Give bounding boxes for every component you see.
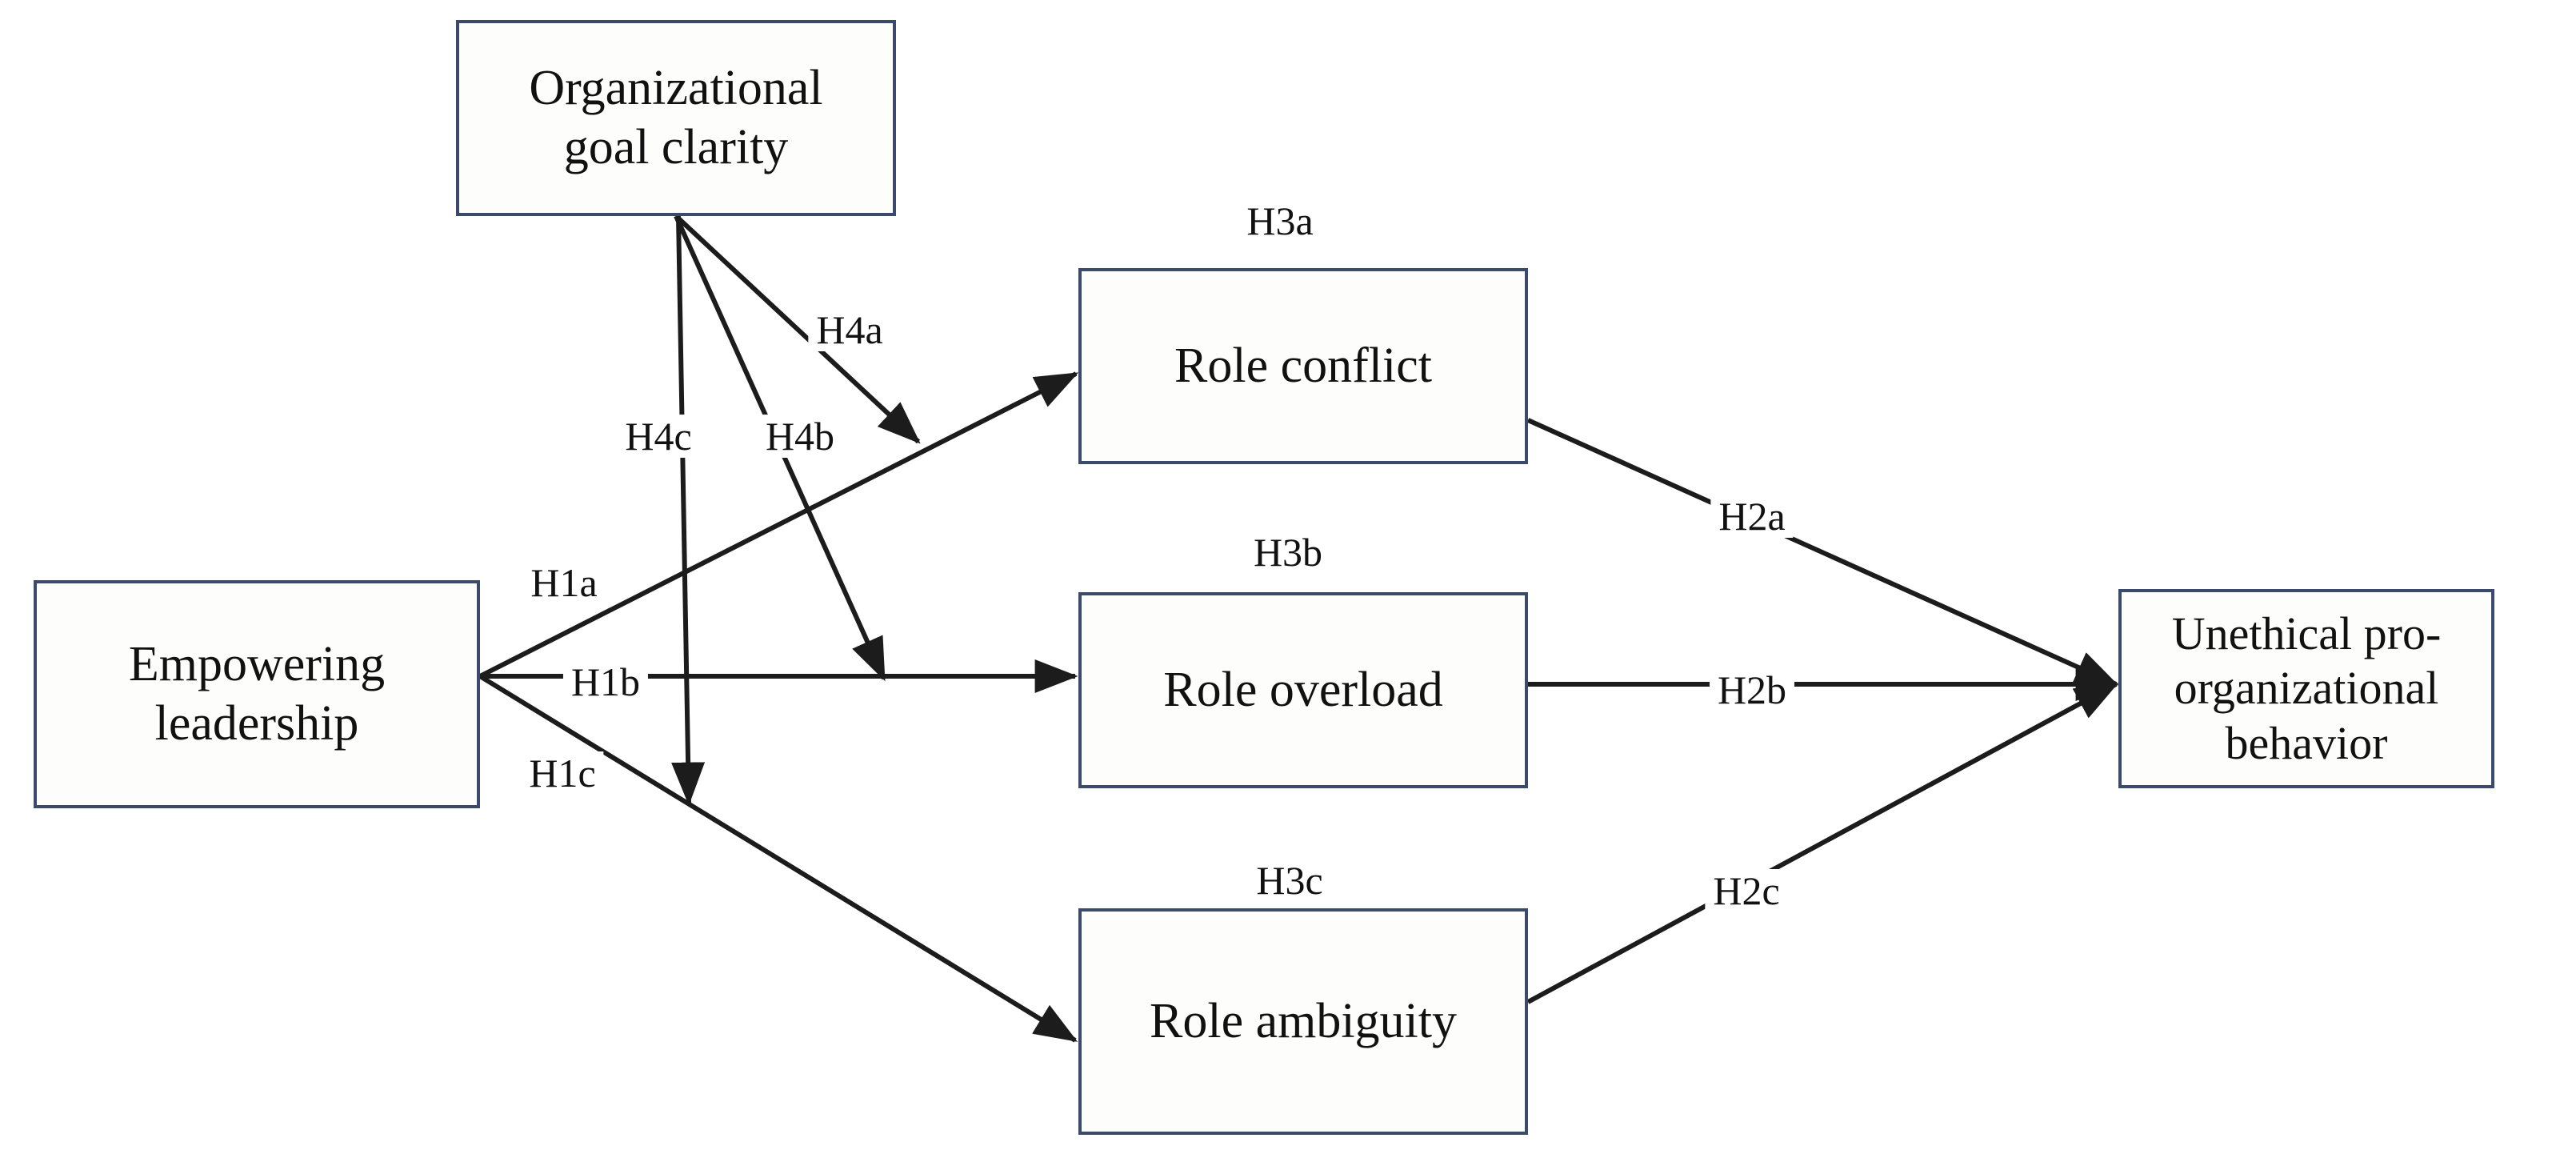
edge-h2c <box>1526 682 2119 1004</box>
edge-h1a <box>478 371 1079 679</box>
edge-line-h2a <box>1526 418 2119 687</box>
edge-h4a <box>674 214 921 444</box>
edge-line-h4a <box>674 214 921 444</box>
node-role-conflict[interactable]: Role conflict <box>1078 268 1528 464</box>
edge-line-h1c <box>478 674 1078 1043</box>
edge-label-h4a: H4a <box>808 308 891 351</box>
node-label-role-conflict: Role conflict <box>1174 338 1432 393</box>
edge-label-h1a: H1a <box>522 561 606 604</box>
edge-h4c <box>671 215 706 806</box>
node-role-overload[interactable]: Role overload <box>1078 592 1528 788</box>
node-organizational-goal-clarity[interactable]: Organizational goal clarity <box>456 20 896 216</box>
edge-label-h1b: H1b <box>562 660 649 703</box>
node-label-organizational-goal-clarity: Organizational goal clarity <box>529 61 823 174</box>
node-label-role-overload: Role overload <box>1163 662 1443 717</box>
edge-label-h4c: H4c <box>617 415 700 458</box>
edge-label-h4b: H4b <box>757 415 843 458</box>
edge-h2a <box>1526 418 2119 687</box>
edge-label-h2c: H2c <box>1705 869 1788 912</box>
node-role-ambiguity[interactable]: Role ambiguity <box>1078 908 1528 1135</box>
edge-line-h1a <box>478 371 1079 679</box>
node-label-h3a: H3a <box>1238 199 1322 242</box>
edge-label-h2a: H2a <box>1710 495 1794 538</box>
node-unethical-pro-organizational-behavior[interactable]: Unethical pro- organizational behavior <box>2118 589 2494 788</box>
node-label-h3c: H3c <box>1248 859 1331 902</box>
node-label-unethical-pro-organizational-behavior: Unethical pro- organizational behavior <box>2171 607 2442 769</box>
edge-h1c <box>478 674 1078 1043</box>
node-label-role-ambiguity: Role ambiguity <box>1149 993 1458 1048</box>
edge-label-h2b: H2b <box>1709 668 1795 711</box>
node-label-h3b: H3b <box>1245 531 1331 574</box>
edge-label-h1c: H1c <box>521 751 604 795</box>
node-empowering-leadership[interactable]: Empowering leadership <box>34 580 480 808</box>
node-label-empowering-leadership: Empowering leadership <box>128 637 386 751</box>
edge-line-h2c <box>1526 682 2119 1004</box>
edge-line-h4c <box>671 215 706 806</box>
